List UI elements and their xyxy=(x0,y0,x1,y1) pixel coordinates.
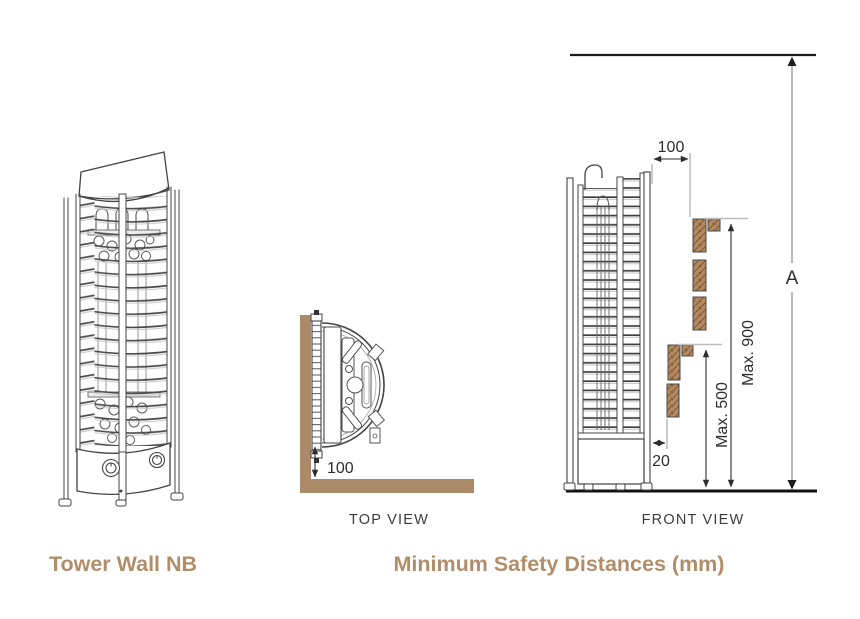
diagram-title-caption: Minimum Safety Distances (mm) xyxy=(394,552,725,576)
rail-bottom-cap xyxy=(310,450,323,459)
product-name-caption: Tower Wall NB xyxy=(49,552,197,576)
base-band xyxy=(577,432,645,440)
rail-top-bolt xyxy=(314,310,319,315)
ceiling-distance-label: A xyxy=(786,268,799,289)
wall-bracket-hook xyxy=(584,164,603,190)
internal-components-top xyxy=(341,340,386,444)
bench-board xyxy=(692,259,707,292)
rail-top-cap xyxy=(310,313,323,322)
center-foot xyxy=(115,499,127,507)
bench-board xyxy=(692,218,707,253)
left-outer-rail xyxy=(566,177,574,484)
bench-board xyxy=(681,344,694,357)
lower-bench-max-value: Max. 500 xyxy=(714,382,731,448)
tower-wall-nb-illustration xyxy=(58,151,184,507)
control-knob-right xyxy=(148,451,166,469)
top-view-diagram: 100 TOP VIEW xyxy=(300,310,474,528)
bench-board xyxy=(667,344,681,381)
bench-board xyxy=(666,383,680,418)
upper-bench-max-value: Max. 900 xyxy=(740,320,757,386)
cylinder-rails xyxy=(75,186,172,453)
bench-board xyxy=(692,296,707,331)
bench-board xyxy=(707,218,721,232)
center-post-lower xyxy=(118,451,127,501)
right-outer-rail xyxy=(643,171,651,484)
right-foot xyxy=(170,492,184,501)
center-post xyxy=(118,193,127,453)
top-view-label: TOP VIEW xyxy=(349,512,429,528)
front-view-label: FRONT VIEW xyxy=(642,512,745,528)
inner-element-tubes xyxy=(596,195,610,430)
wall-distance-value: 100 xyxy=(327,460,354,477)
extension-lines xyxy=(666,217,748,449)
bench-gap-value: 20 xyxy=(652,453,670,470)
grill-bars-left-column xyxy=(582,188,618,434)
feet-front xyxy=(563,482,653,491)
arrowhead-up xyxy=(787,56,797,66)
heater-front-view xyxy=(563,164,653,491)
front-view-diagram: 100 Max. 900 Max. 500 20 A FRONT VIEW xyxy=(563,53,817,528)
heater-outline-top xyxy=(321,322,385,448)
left-foot xyxy=(58,498,72,507)
lower-bench-boards xyxy=(666,344,694,418)
side-posts xyxy=(63,189,180,501)
arrowhead-down xyxy=(787,480,797,490)
back-plate xyxy=(323,326,342,444)
base-front xyxy=(577,438,645,485)
upper-bench-boards xyxy=(692,218,721,331)
grill-bars-right-column xyxy=(622,178,642,434)
base-screw xyxy=(119,489,123,493)
mounting-rail xyxy=(311,320,322,452)
thin-extension-lines xyxy=(651,153,691,217)
control-knob-left xyxy=(101,458,121,478)
side-distance-value: 100 xyxy=(658,139,685,156)
ceiling-height-dimension: A xyxy=(786,56,799,490)
